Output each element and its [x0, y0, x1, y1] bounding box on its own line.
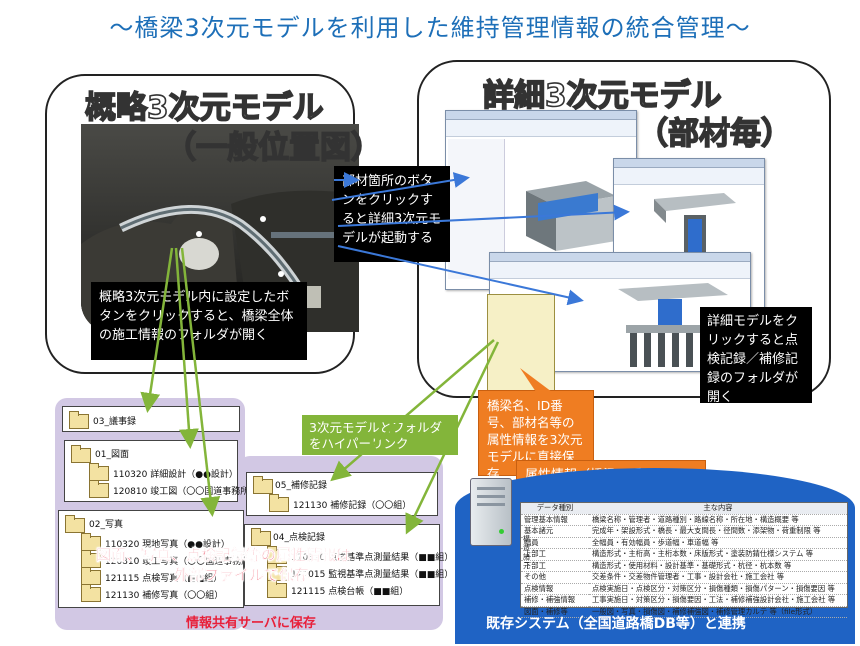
table-cell: 完成年・架設形式・橋長・最大支間長・径間数・添架物・荷重制限 等	[589, 525, 847, 538]
server-icon	[470, 478, 512, 546]
overview-title-line2: （一般位置図）	[164, 129, 383, 167]
file-item[interactable]: 121130 補修写真（〇〇組）	[105, 591, 224, 601]
pointer	[520, 368, 552, 392]
arrow	[174, 247, 199, 449]
table-cell: 橋梁名称・管理者・道路種別・路線名称・所在地・構造概要 等	[589, 514, 847, 526]
file-item[interactable]: 121015 監視基準点測量結果（■■組）	[291, 570, 454, 580]
file-item[interactable]: 121130 補修記録（〇〇組）	[293, 501, 412, 511]
attribute-save-note: 橋梁名、ID番号、部材名等の属性情報を3次元モデルに直接保存	[478, 390, 594, 481]
overview-note: 概略3次元モデル内に設定したボタンをクリックすると、橋梁全体の施工情報のフォルダ…	[91, 282, 307, 360]
table-cell: 構造形式・主桁高・主桁本数・床版形式・塗装防錆仕様システム 等	[589, 548, 847, 561]
arrow	[405, 341, 500, 535]
overview-title-line1: 概略3次元モデル	[84, 89, 324, 127]
file-item[interactable]: 121115 点検写真（■■組）	[105, 574, 223, 584]
table-cell: 全幅員・有効幅員・歩道幅・車道幅 等	[589, 537, 847, 549]
file-item[interactable]: 121115 点検台帳（■■組）	[291, 587, 409, 597]
page-title: ～橋梁3次元モデルを利用した維持管理情報の統合管理～	[109, 14, 751, 42]
attribute-property-panel[interactable]	[487, 294, 555, 396]
file-item[interactable]: 120810 竣工図（〇〇国道事務所）	[113, 487, 259, 497]
table-group-label: 構造諸元	[523, 535, 530, 570]
table-cell: 構造形式・使用材料・設計基準・基礎形式・杭径・杭本数 等	[589, 560, 847, 572]
external-file-note-line2: 外部ファイルで保存	[174, 566, 310, 584]
file-item[interactable]: 110320 詳細設計（●●設計）	[113, 470, 238, 480]
detail-panel: 詳細3次元モデル （部材毎）	[417, 60, 831, 405]
table-header: 主な内容	[589, 503, 847, 515]
arrow	[337, 245, 584, 306]
pile-foundation-model	[618, 283, 728, 367]
table-cell: 補修・補強情報	[521, 594, 589, 607]
file-item[interactable]: 110320 現地写真（●●設計）	[105, 540, 230, 550]
detail-title-line2: （部材毎）	[636, 115, 793, 153]
arrow	[337, 204, 630, 227]
folder-window-inspection[interactable]: 04_点検記録 110320 点検基準点測量結果（■■組） 121015 監視基…	[244, 524, 453, 606]
folder-name: 04_点検記録	[273, 533, 325, 543]
file-item[interactable]: 120810 竣工写真（〇〇国道事務所）	[105, 557, 260, 567]
external-file-note-line1: 図面、写真、点検記録等の属性情報は	[96, 546, 352, 564]
folder-name: 03_議事録	[93, 417, 136, 427]
detail-title-line1: 詳細3次元モデル	[482, 77, 722, 115]
folder-name: 01_図面	[95, 450, 129, 460]
arrow	[140, 247, 174, 413]
table-cell: 図面・補修等	[521, 606, 589, 618]
button-callout: 部材箇所のボタンをクリックすると詳細3次元モデルが起動する	[334, 166, 450, 262]
arrow	[180, 247, 221, 517]
folder-name: 02_写真	[89, 520, 123, 530]
folder-name: 05_補修記録	[275, 481, 327, 491]
table-cell: その他	[521, 571, 589, 584]
hyperlink-label: 3次元モデルとフォルダをハイパーリンク	[302, 415, 458, 455]
table-cell: 下部工	[521, 560, 589, 572]
table-header: データ種別	[521, 503, 589, 515]
overview-panel: 概略3次元モデル （一般位置図） 概略3次元モデル内に設定したボタンをクリックす…	[45, 74, 383, 374]
table-cell: 上部工	[521, 548, 589, 561]
table-cell: 点検情報	[521, 583, 589, 595]
box-girder-model	[526, 181, 616, 251]
table-cell: 基本諸元	[521, 525, 589, 538]
table-cell: 幅員	[521, 537, 589, 549]
arrow	[331, 172, 470, 201]
db-label: 既存システム（全国道路橋DB等）と連携	[486, 616, 746, 632]
table-cell: 交差条件・交差物件管理者・工事・設計会社・施工会社 等	[589, 571, 847, 584]
table-cell: 管理基本情報	[521, 514, 589, 526]
table-cell: 一般図・写真・損傷図・補修補強図・補修管理カルテ 等（file形式）	[589, 606, 847, 618]
db-attribute-table: データ種別 主な内容 管理基本情報橋梁名称・管理者・道路種別・路線名称・所在地・…	[520, 502, 848, 618]
detail-note: 詳細モデルをクリックすると点検記録／補修記録のフォルダが開く	[700, 307, 812, 405]
arrow	[330, 339, 495, 482]
server-label: 情報共有サーバに保存	[186, 616, 316, 631]
table-cell: 工事実施日・対策区分・損傷要因・工法・補修補強設計会社・施工会社 等	[589, 594, 847, 607]
folder-window-photos[interactable]: 02_写真 110320 現地写真（●●設計） 120810 竣工写真（〇〇国道…	[58, 510, 259, 608]
file-item[interactable]: 110320 点検基準点測量結果（■■組）	[291, 553, 454, 563]
table-cell: 点検実施日・点検区分・対策区分・損傷種類・損傷パターン・損傷要因 等	[589, 583, 847, 595]
